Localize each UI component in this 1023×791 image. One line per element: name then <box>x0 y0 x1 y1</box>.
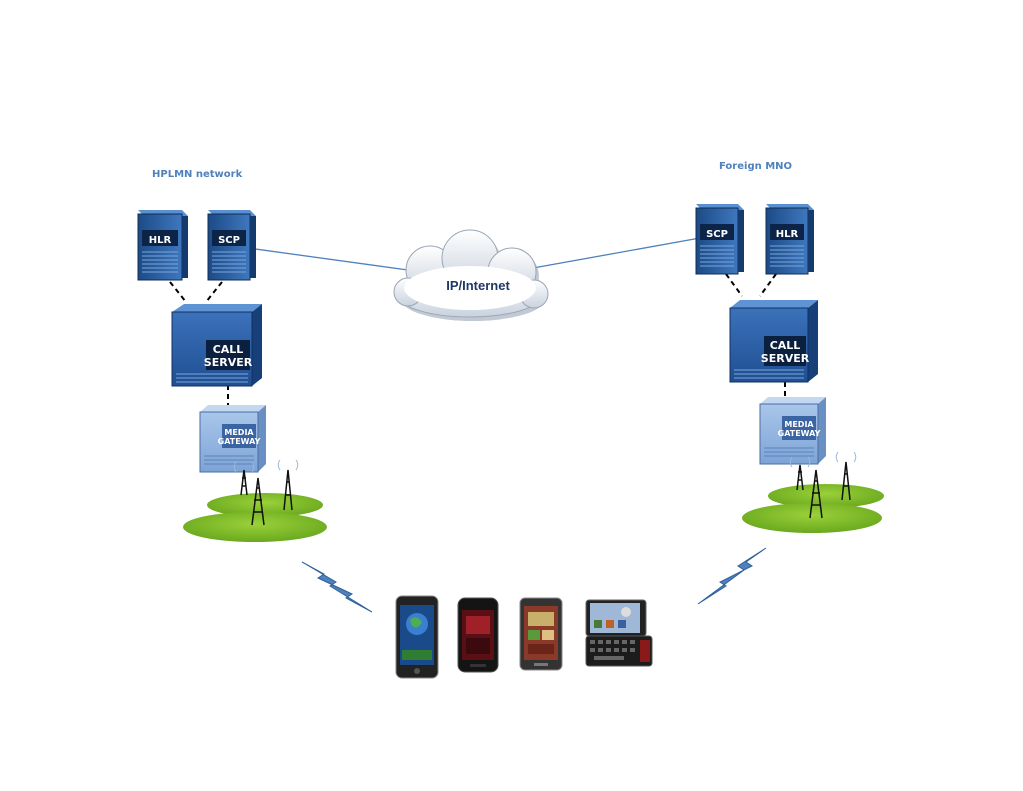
ip-internet-cloud[interactable]: IP/Internet <box>393 229 549 321</box>
left-radio-site <box>183 459 327 542</box>
right-hlr-server[interactable]: HLR <box>765 204 814 275</box>
cell-tower-icon <box>240 469 293 526</box>
media-gateway-text-line2: GATEWAY <box>778 429 821 438</box>
link-left-scp-cloud <box>247 247 409 271</box>
touch-phone-icon[interactable] <box>519 597 563 671</box>
right-media-gateway[interactable]: MEDIA GATEWAY <box>759 397 826 465</box>
hplmn-network-label: HPLMN network <box>152 169 243 180</box>
link-cloud-right-scp <box>521 237 701 271</box>
left-call-server[interactable]: CALL SERVER <box>171 304 262 387</box>
left-media-gateway[interactable]: MEDIA GATEWAY <box>199 405 266 473</box>
media-gateway-text-line2: GATEWAY <box>218 437 261 446</box>
server-label: SCP <box>706 229 728 240</box>
foreign-mno-label: Foreign MNO <box>719 161 793 172</box>
lightning-bolt-left-icon <box>301 561 373 613</box>
blackberry-icon[interactable] <box>457 597 499 673</box>
right-radio-site <box>742 451 884 533</box>
server-label: HLR <box>149 235 172 246</box>
media-gateway-text-line1: MEDIA <box>784 420 814 429</box>
server-label: SCP <box>218 235 240 246</box>
cell-tower-icon <box>796 461 851 519</box>
call-server-text-line2: SERVER <box>204 356 253 369</box>
left-scp-server[interactable]: SCP <box>207 210 256 281</box>
call-server-text-line1: CALL <box>770 339 801 352</box>
call-server-text-line2: SERVER <box>761 352 810 365</box>
right-dashed-links <box>725 273 786 400</box>
media-gateway-text-line1: MEDIA <box>224 428 254 437</box>
right-scp-server[interactable]: SCP <box>695 204 744 275</box>
iphone-icon[interactable] <box>395 595 439 679</box>
left-dashed-links <box>169 281 229 405</box>
lightning-bolt-right-icon <box>697 547 767 605</box>
call-server-text-line1: CALL <box>213 343 244 356</box>
left-hlr-server[interactable]: HLR <box>137 210 188 281</box>
right-call-server[interactable]: CALL SERVER <box>729 300 818 383</box>
cloud-label: IP/Internet <box>446 278 510 293</box>
server-label: HLR <box>776 229 799 240</box>
qwerty-phone-icon[interactable] <box>585 599 653 667</box>
